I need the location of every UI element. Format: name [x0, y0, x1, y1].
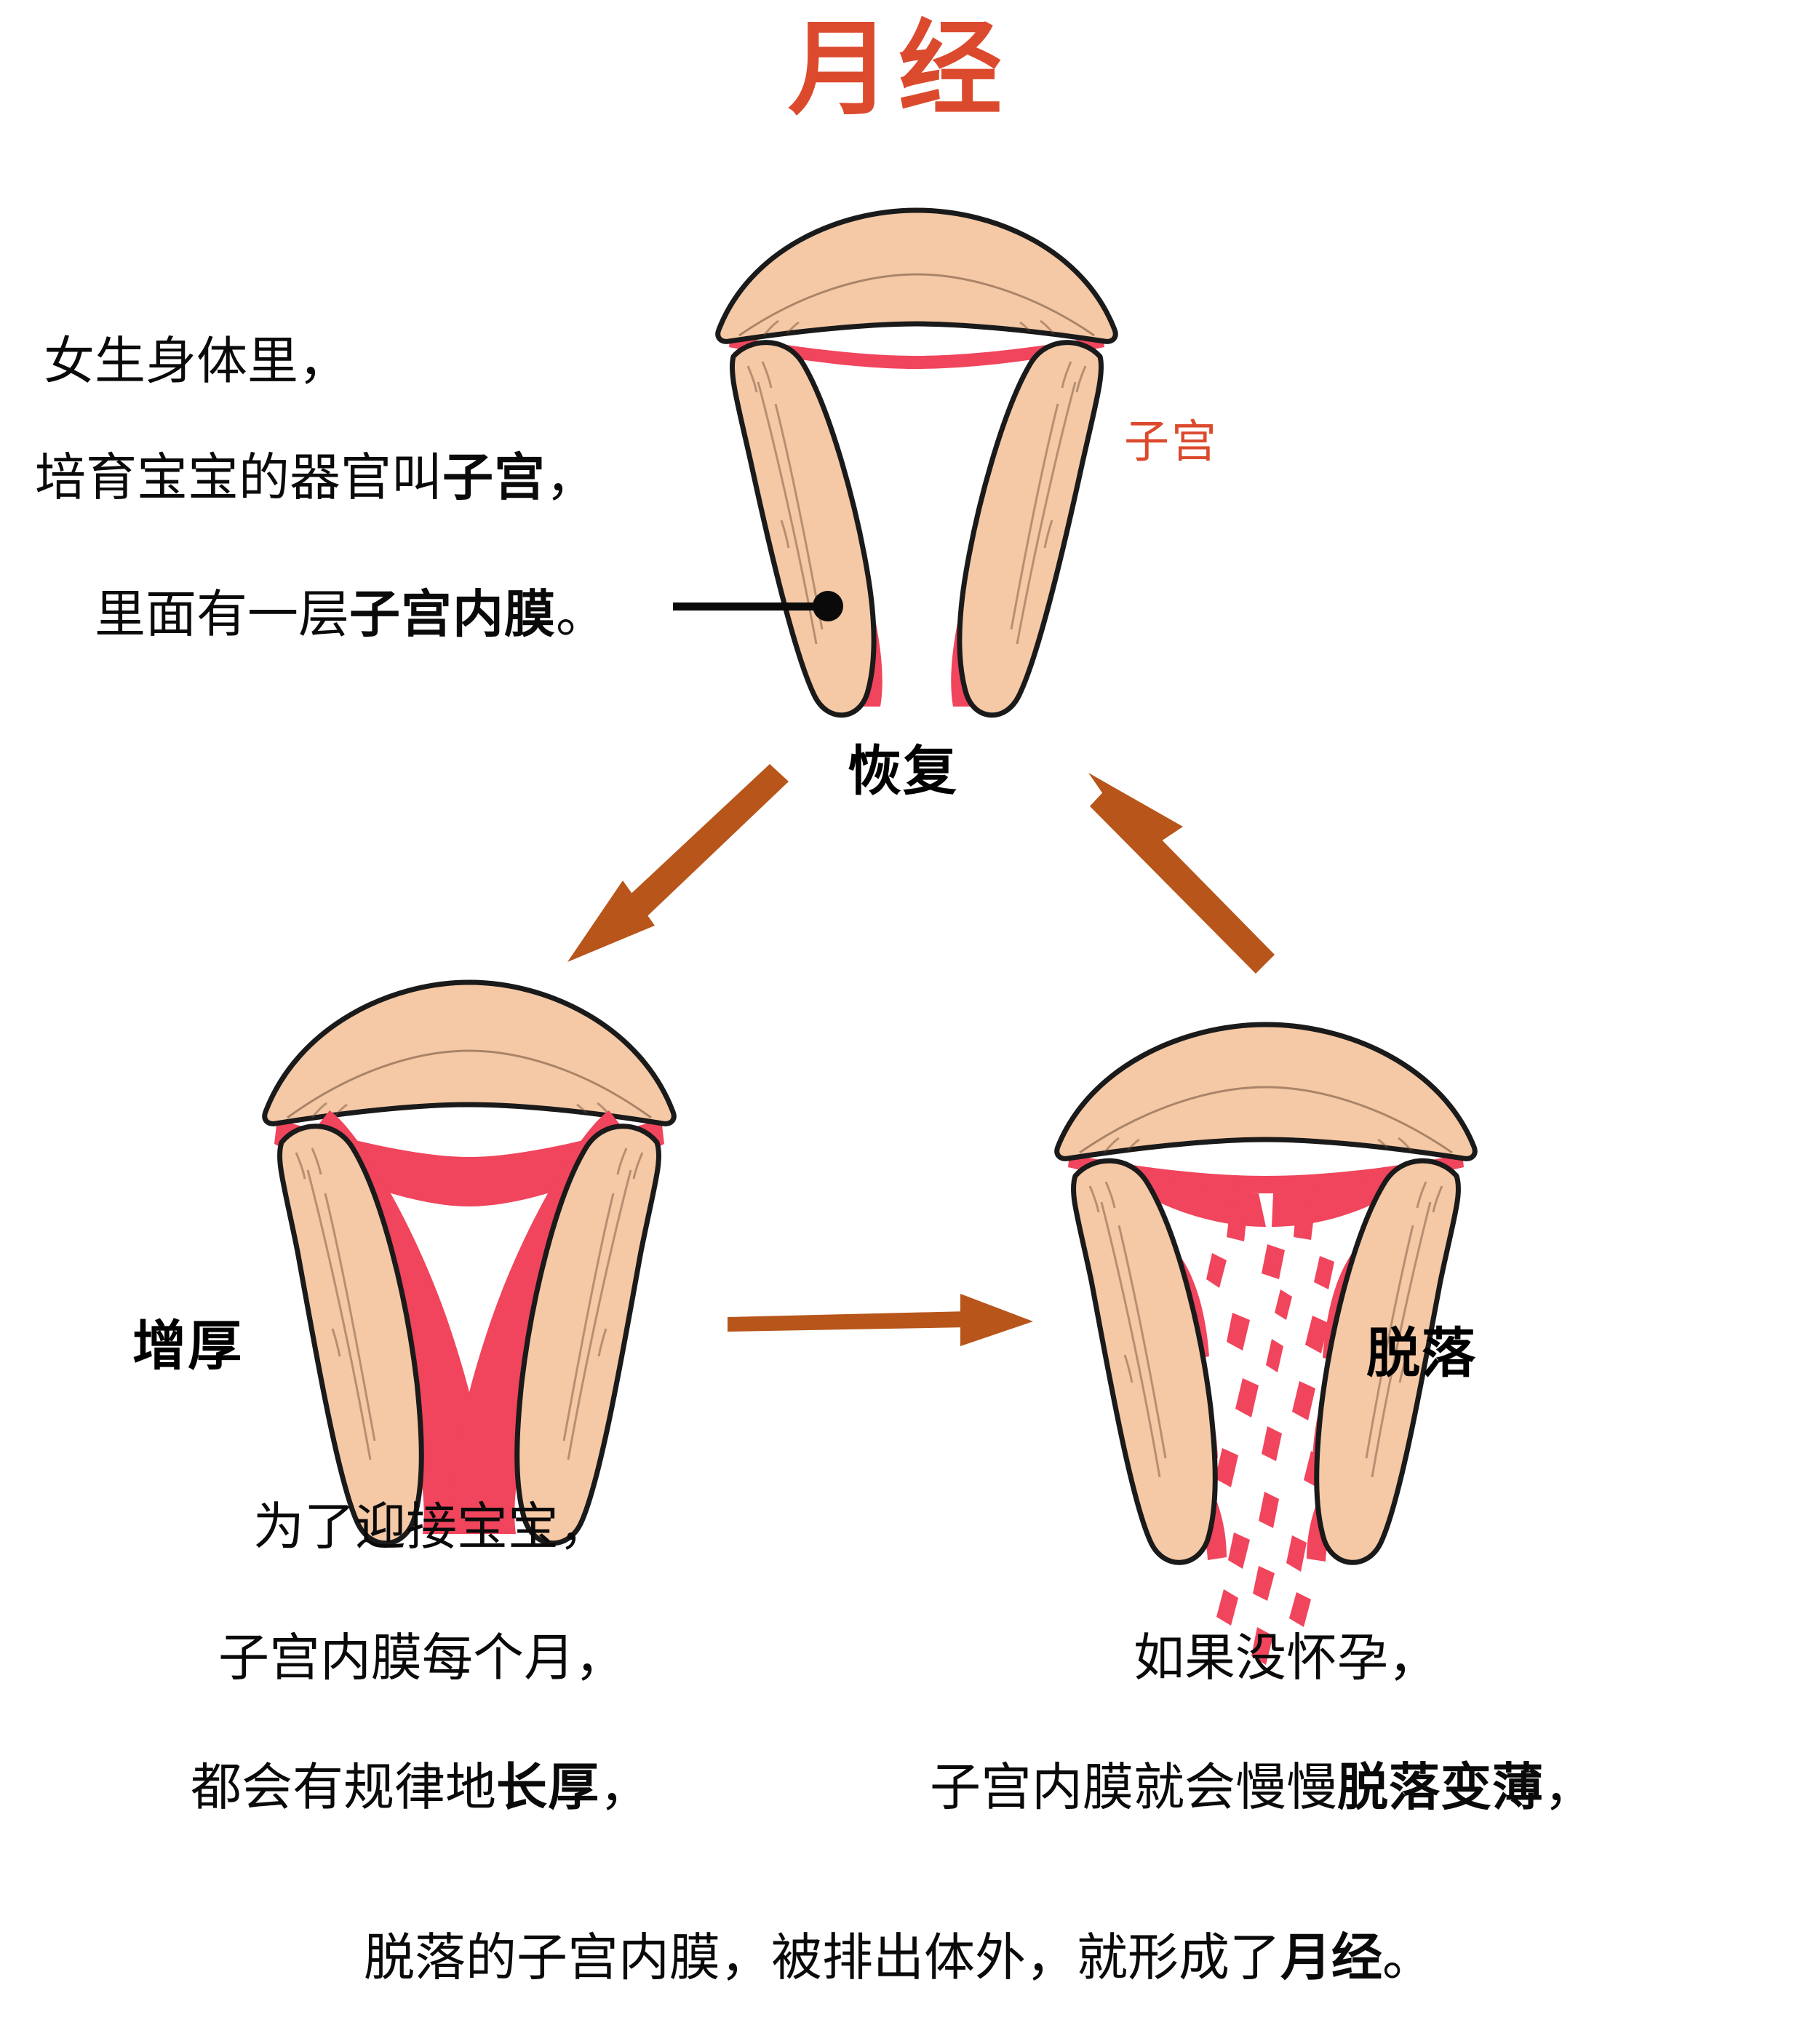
intro-line-2c: ，	[546, 449, 597, 506]
shedding-line-1: 如果没怀孕，	[1133, 1629, 1439, 1686]
leader-line-icon	[673, 603, 826, 611]
intro-line-3c: 。	[556, 586, 607, 643]
page-title: 月经	[788, 12, 1009, 127]
stage-label-recovery: 恢复	[848, 741, 958, 801]
uterus-illustration-shedding	[1040, 1019, 1491, 1674]
thickening-line-3c: ，	[599, 1759, 650, 1816]
stage-label-shedding: 脱落	[1366, 1323, 1477, 1383]
uterus-wall-left-shedding	[1070, 1158, 1218, 1565]
uterus-illustration-recovery	[706, 207, 1128, 731]
thickening-line-2: 子宫内膜每个月，	[218, 1629, 626, 1686]
uterus-illustration-thickening	[251, 975, 688, 1557]
shedding-line-2-emphasis: 脱落变薄	[1337, 1759, 1544, 1816]
thickening-line-3-wrap: 都会有规律地长厚，	[191, 1746, 650, 1829]
conclusion-line: 脱落的子宫内膜，被排出体外，就形成了月经。	[0, 1917, 1797, 1990]
intro-line-3-emphasis: 子宫内膜	[349, 586, 556, 643]
thickening-line-3a: 都会有规律地	[191, 1759, 496, 1816]
intro-text-block: 女生身体里，	[44, 320, 349, 402]
endometrium-leader	[673, 591, 855, 621]
intro-line-3a: 里面有一层	[95, 586, 349, 643]
uterus-wall-left-recovery	[729, 340, 877, 718]
shedding-line-2-wrap: 子宫内膜就会慢慢脱落变薄，	[930, 1746, 1595, 1829]
leader-dot-icon	[813, 591, 843, 621]
arrow-up-left-icon	[1077, 764, 1317, 975]
organ-label-uterus: 子宫	[1124, 417, 1219, 467]
intro-line-1: 女生身体里，	[44, 333, 349, 389]
uterus-fundus-recovery	[715, 207, 1118, 344]
shedding-line-2a: 子宫内膜就会慢慢	[930, 1759, 1337, 1816]
arrow-down-left-icon	[553, 764, 815, 975]
intro-line-2-emphasis: 子宫	[442, 449, 546, 506]
conclusion-part-c: 。	[1382, 1929, 1433, 1986]
thickening-line-1: 为了迎接宝宝，	[253, 1498, 610, 1555]
intro-line-3-wrap: 里面有一层子宫内膜。	[95, 573, 607, 656]
thickening-line-3-emphasis: 长厚	[496, 1759, 599, 1816]
uterus-fundus-thickening	[262, 979, 677, 1126]
endometrium-layer-fundus-recovery	[729, 335, 1104, 369]
uterus-wall-left-thickening	[276, 1124, 424, 1546]
arrow-right-icon	[728, 1279, 1033, 1359]
uterus-wall-right-thickening	[514, 1124, 662, 1546]
shedding-line-2c: ，	[1544, 1759, 1595, 1816]
intro-line-2-wrap: 培育宝宝的器官叫子宫，	[35, 437, 597, 519]
conclusion-emphasis: 月经	[1280, 1929, 1382, 1986]
uterus-wall-right-shedding	[1314, 1158, 1462, 1565]
intro-line-2a: 培育宝宝的器官叫	[35, 449, 442, 506]
conclusion-part-a: 脱落的子宫内膜，被排出体外，就形成了	[364, 1929, 1280, 1986]
uterus-fundus-shedding	[1054, 1022, 1478, 1161]
stage-label-thickening: 增厚	[132, 1316, 243, 1376]
uterus-wall-right-recovery	[957, 340, 1104, 718]
